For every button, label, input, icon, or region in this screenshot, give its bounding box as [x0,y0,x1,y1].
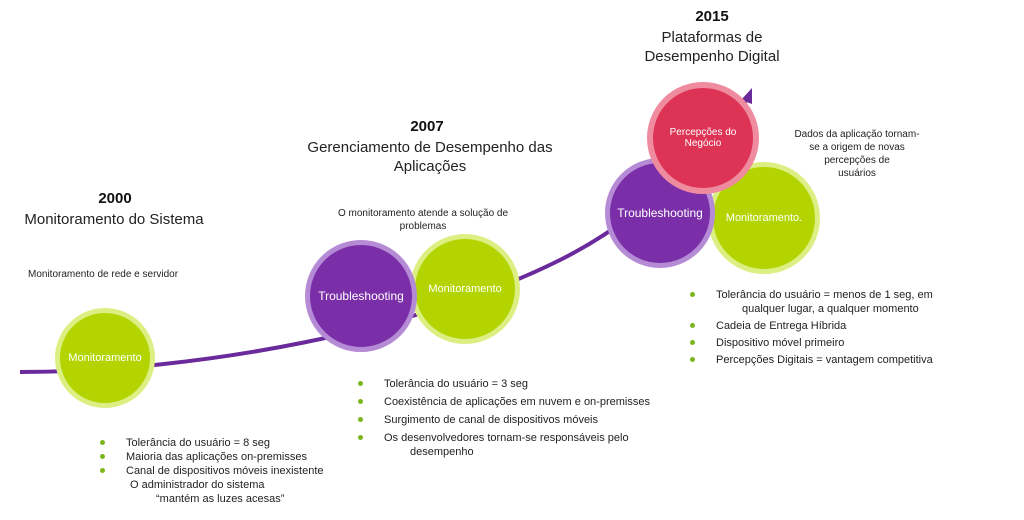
bullet-text: Tolerância do usuário = 3 seg [384,378,529,390]
circle-troubleshooting-2007: Troubleshooting [305,240,417,352]
bullet-item: Coexistência de aplicações em nuvem e on… [358,395,698,409]
bullet-item: Canal de dispositivos móveis inexistente… [100,464,380,506]
bullet-dot [690,357,695,362]
circle-monitoramento-2007: Monitoramento [410,234,520,344]
bullet-dot [690,340,695,345]
bullet-text-cont: “mantém as luzes acesas” [156,493,285,505]
era-2015-title-line: Plataformas de [661,29,763,46]
note-line: se a origem de novas [809,142,905,153]
circle-label: Monitoramento. [725,212,803,224]
era-2000-title-line: Monitoramento do Sistema [24,211,204,228]
era-2015-year: 2015 [695,8,729,25]
era-2015-note: Dados da aplicação tornam- se a origem d… [782,128,932,180]
era-2015-bullets: Tolerância do usuário = menos de 1 seg, … [690,288,1020,367]
bullet-dot [100,440,105,445]
bullet-dot [100,468,105,473]
bullet-dot [358,435,363,440]
bullet-dot [358,381,363,386]
circle-label: Monitoramento [428,283,502,295]
bullet-text-cont: qualquer lugar, a qualquer momento [742,303,919,315]
bullet-dot [690,323,695,328]
note-line: O monitoramento atende a solução de [337,208,509,219]
circle-label: Troubleshooting [318,289,404,303]
era-2007-title-line: Aplicações [393,158,467,175]
circle-monitoramento-2000: Monitoramento [55,308,155,408]
note-line: percepções de [824,155,890,166]
bullet-item: Os desenvolvedores tornam-se responsávei… [358,431,698,459]
bullet-text: Os desenvolvedores tornam-se responsávei… [384,432,629,444]
bullet-text: Percepções Digitais = vantagem competiti… [716,354,933,366]
bullet-item: Tolerância do usuário = menos de 1 seg, … [690,288,1020,316]
bullet-text: Maioria das aplicações on-premisses [126,451,307,463]
bullet-text: Tolerância do usuário = menos de 1 seg, … [716,289,933,301]
bullet-dot [690,292,695,297]
era-2007-title: Gerenciamento de Desempenho das Aplicaçõ… [285,138,575,176]
era-2007-year: 2007 [410,118,444,135]
circle-label: Percepções do Negócio [669,127,737,149]
bullet-item: Maioria das aplicações on-premisses [100,450,380,464]
bullet-text: Coexistência de aplicações em nuvem e on… [384,396,650,408]
bullet-item: Dispositivo móvel primeiro [690,336,1020,350]
circle-troubleshooting-2015: Troubleshooting [605,158,715,268]
circle-label: Troubleshooting [617,206,703,220]
era-2015-title-line: Desempenho Digital [644,48,780,65]
note-line: usuários [838,168,876,179]
bullet-text-cont: O administrador do sistema [130,479,265,491]
bullet-dot [358,417,363,422]
circle-label: Monitoramento [68,352,142,364]
era-2000-title: Monitoramento do Sistema [0,210,228,229]
bullet-dot [100,454,105,459]
bullet-text: Tolerância do usuário = 8 seg [126,437,271,449]
bullet-text: Dispositivo móvel primeiro [716,337,845,349]
note-line: problemas [399,221,447,232]
era-2007-note: O monitoramento atende a solução de prob… [318,207,528,233]
bullet-item: Percepções Digitais = vantagem competiti… [690,353,1020,367]
bullet-text: Cadeia de Entrega Híbrida [716,320,847,332]
note-line: Dados da aplicação tornam- [794,129,920,140]
era-2000-bullets: Tolerância do usuário = 8 seg Maioria da… [100,436,380,506]
bullet-item: Surgimento de canal de dispositivos móve… [358,413,698,427]
era-2007-bullets: Tolerância do usuário = 3 seg Coexistênc… [358,377,698,459]
bullet-text: Canal de dispositivos móveis inexistente [126,465,324,477]
bullet-text-cont: desempenho [410,446,474,458]
bullet-text: Surgimento de canal de dispositivos móve… [384,414,599,426]
era-2000-note: Monitoramento de rede e servidor [28,269,179,280]
era-2000-year: 2000 [98,190,132,207]
bullet-dot [358,399,363,404]
bullet-item: Cadeia de Entrega Híbrida [690,319,1020,333]
bullet-item: Tolerância do usuário = 8 seg [100,436,380,450]
bullet-item: Tolerância do usuário = 3 seg [358,377,698,391]
era-2015-title: Plataformas de Desempenho Digital [612,28,812,66]
circle-percepcoes-negocio: Percepções do Negócio [647,82,759,194]
era-2007-title-line: Gerenciamento de Desempenho das [307,139,553,156]
